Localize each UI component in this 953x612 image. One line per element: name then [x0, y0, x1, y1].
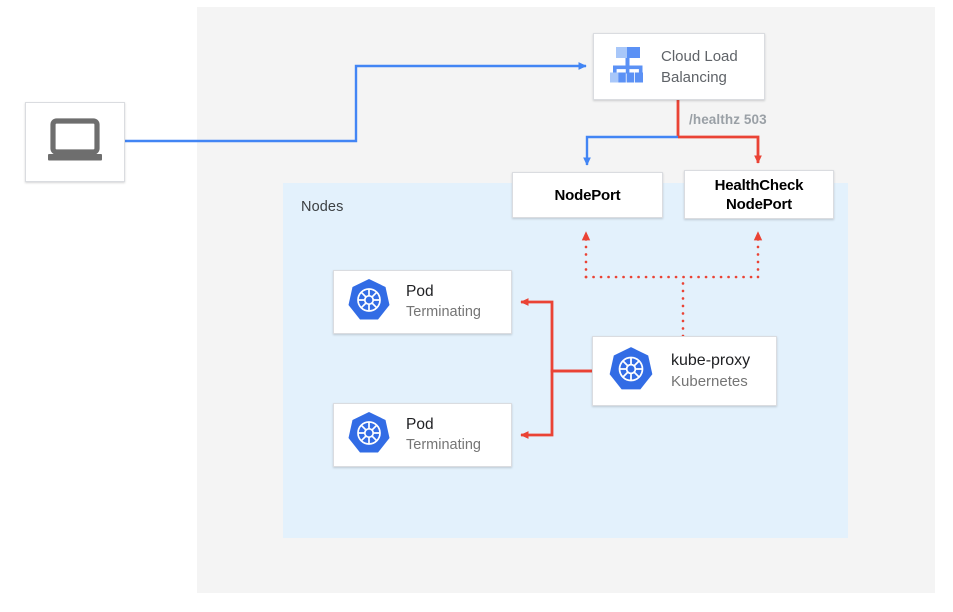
kubernetes-icon: [345, 276, 393, 329]
laptop-icon: [46, 117, 104, 167]
pod-card-bottom: Pod Terminating: [333, 403, 512, 467]
pod-title-bottom: Pod: [406, 416, 434, 433]
kubernetes-icon: [345, 409, 393, 462]
cloud-load-balancing-label-line2: Balancing: [661, 68, 727, 86]
kube-proxy-card: kube-proxy Kubernetes: [592, 336, 777, 406]
pod-text-bottom: Pod Terminating: [406, 415, 481, 455]
client-card: [25, 102, 125, 182]
healthz-status-label: /healthz 503: [689, 112, 767, 127]
kube-proxy-text: kube-proxy Kubernetes: [671, 350, 750, 392]
pod-subtitle-bottom: Terminating: [406, 437, 481, 453]
cloud-load-balancing-label: Cloud Load Balancing: [661, 46, 738, 88]
kube-proxy-title: kube-proxy: [671, 352, 751, 369]
pod-card-top: Pod Terminating: [333, 270, 512, 334]
nodeport-label: NodePort: [554, 186, 621, 204]
nodeport-card: NodePort: [512, 172, 663, 218]
nodes-panel-label: Nodes: [301, 199, 344, 215]
pod-title-top: Pod: [406, 283, 434, 300]
healthcheck-nodeport-card: HealthCheck NodePort: [684, 170, 834, 219]
pod-subtitle-top: Terminating: [406, 304, 481, 320]
kube-proxy-subtitle: Kubernetes: [671, 373, 748, 390]
cloud-load-balancing-label-line1: Cloud Load: [661, 47, 738, 65]
pod-text-top: Pod Terminating: [406, 282, 481, 322]
cloud-load-balancing-card: Cloud Load Balancing: [593, 33, 765, 100]
healthcheck-nodeport-label-line1: HealthCheck: [714, 176, 804, 194]
healthcheck-nodeport-label: HealthCheck NodePort: [715, 176, 804, 214]
cloud-load-balancing-icon: [606, 43, 650, 90]
kubernetes-icon: [606, 344, 656, 399]
healthcheck-nodeport-label-line2: NodePort: [726, 195, 792, 213]
